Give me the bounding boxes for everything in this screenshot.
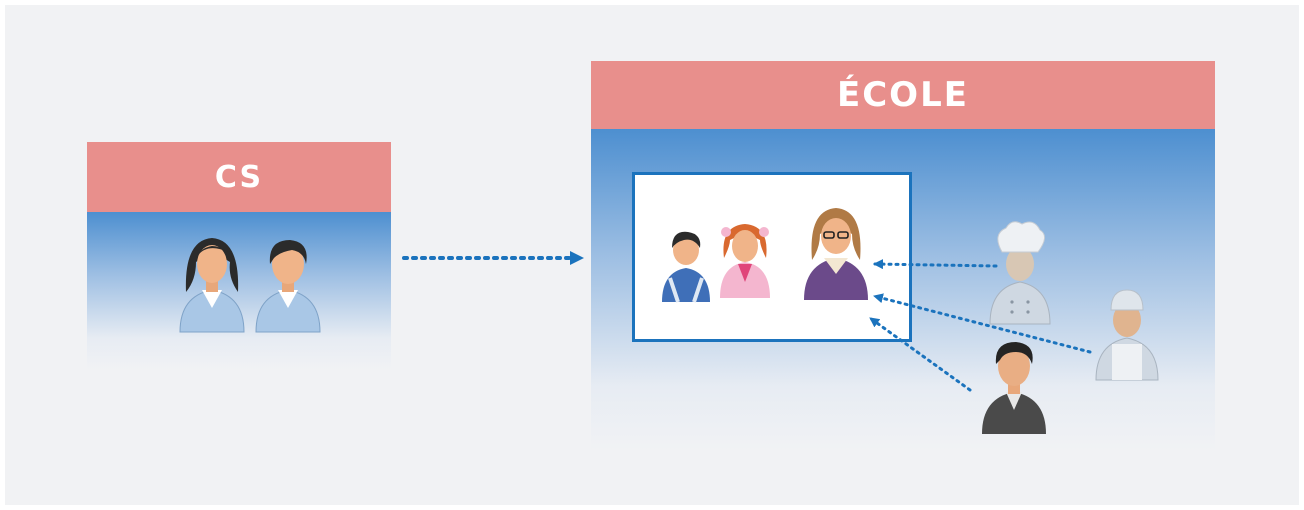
- girl-student-icon: [720, 224, 770, 298]
- boy-student-icon: [662, 231, 710, 303]
- man-suit-to-teacher-arrow: [868, 316, 972, 392]
- teacher-icon: [804, 208, 868, 300]
- woman-staff-icon: [179, 238, 245, 333]
- kitchen-staff-to-teacher-arrow: [872, 293, 1092, 354]
- man-suit-icon: [982, 342, 1046, 434]
- cs-panel-header: CS: [87, 142, 391, 212]
- cs-panel-body: [87, 212, 391, 370]
- kitchen-staff-icon: [1095, 289, 1159, 381]
- ecole-panel-title: ÉCOLE: [837, 75, 969, 115]
- ecole-panel-header: ÉCOLE: [591, 61, 1215, 129]
- chef-to-teacher-arrow: [872, 259, 998, 270]
- chef-icon: [989, 221, 1051, 325]
- cs-panel-title: CS: [214, 159, 264, 195]
- man-staff-icon: [255, 240, 321, 333]
- cs-panel: CS: [87, 142, 391, 370]
